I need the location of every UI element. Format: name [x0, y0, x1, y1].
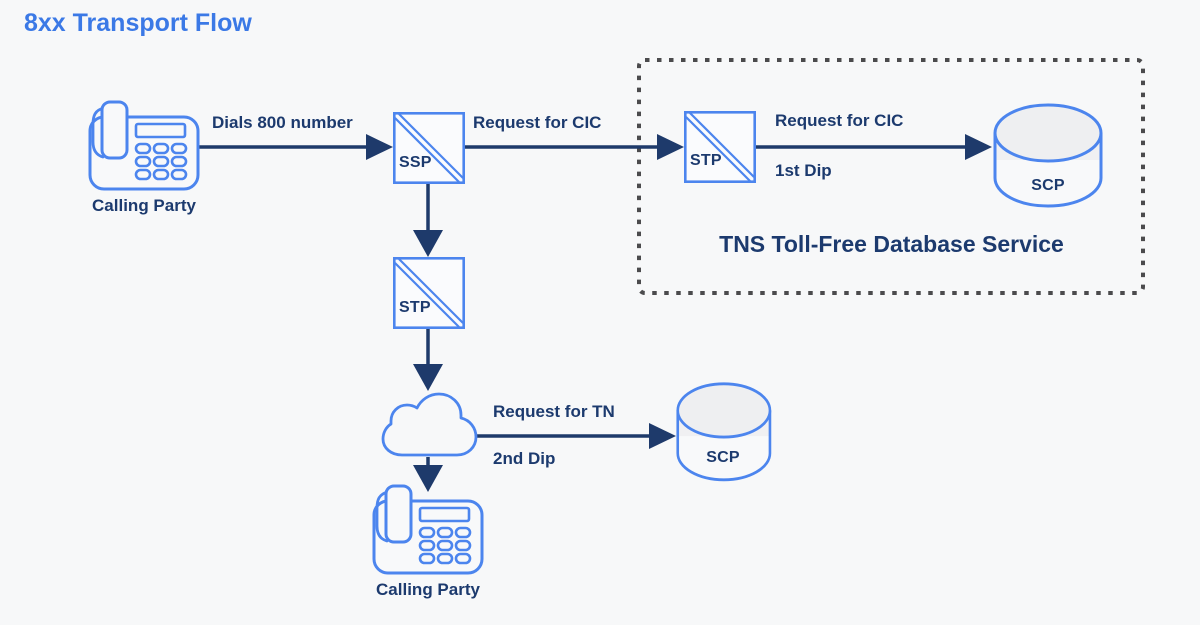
ssp-node-label: SSP: [399, 154, 432, 171]
calling-party-top-label: Calling Party: [92, 196, 196, 215]
arrowhead-ssp-to-stp: [413, 230, 443, 257]
arrowhead-cloud-to-phone: [413, 465, 443, 492]
scp-tns-node-label: SCP: [1031, 177, 1065, 194]
first-dip-label: 1st Dip: [775, 161, 832, 180]
request-cic-inner-label: Request for CIC: [775, 111, 904, 130]
request-tn-label: Request for TN: [493, 402, 615, 421]
telecom-switch-icon-stp-tns: [683, 111, 757, 184]
arrowhead-stp-to-cloud: [413, 364, 443, 391]
second-dip-label: 2nd Dip: [493, 449, 556, 468]
scp-main-node-label: SCP: [706, 449, 740, 466]
telecom-switch-icon-stp: [392, 256, 466, 330]
arrowhead-request-cic-inner: [965, 134, 992, 160]
tns-box-title: TNS Toll-Free Database Service: [719, 231, 1064, 257]
desk-phone-icon: [88, 100, 200, 191]
arrowhead-request-cic-outer: [657, 134, 684, 160]
calling-party-bottom-label: Calling Party: [376, 580, 480, 599]
desk-phone-icon-bottom: [372, 484, 484, 575]
arrowhead-dials-800: [366, 134, 393, 160]
dials-800-label: Dials 800 number: [212, 113, 353, 132]
request-cic-outer-label: Request for CIC: [473, 113, 602, 132]
stp-mid-node-label: STP: [399, 299, 431, 316]
flow-arrows: [199, 134, 992, 492]
telecom-switch-icon-ssp: [392, 112, 466, 185]
network-cloud-icon: [381, 392, 478, 457]
page-title: 8xx Transport Flow: [24, 9, 252, 37]
arrowhead-request-tn: [649, 423, 676, 449]
stp-tns-node-label: STP: [690, 152, 722, 169]
